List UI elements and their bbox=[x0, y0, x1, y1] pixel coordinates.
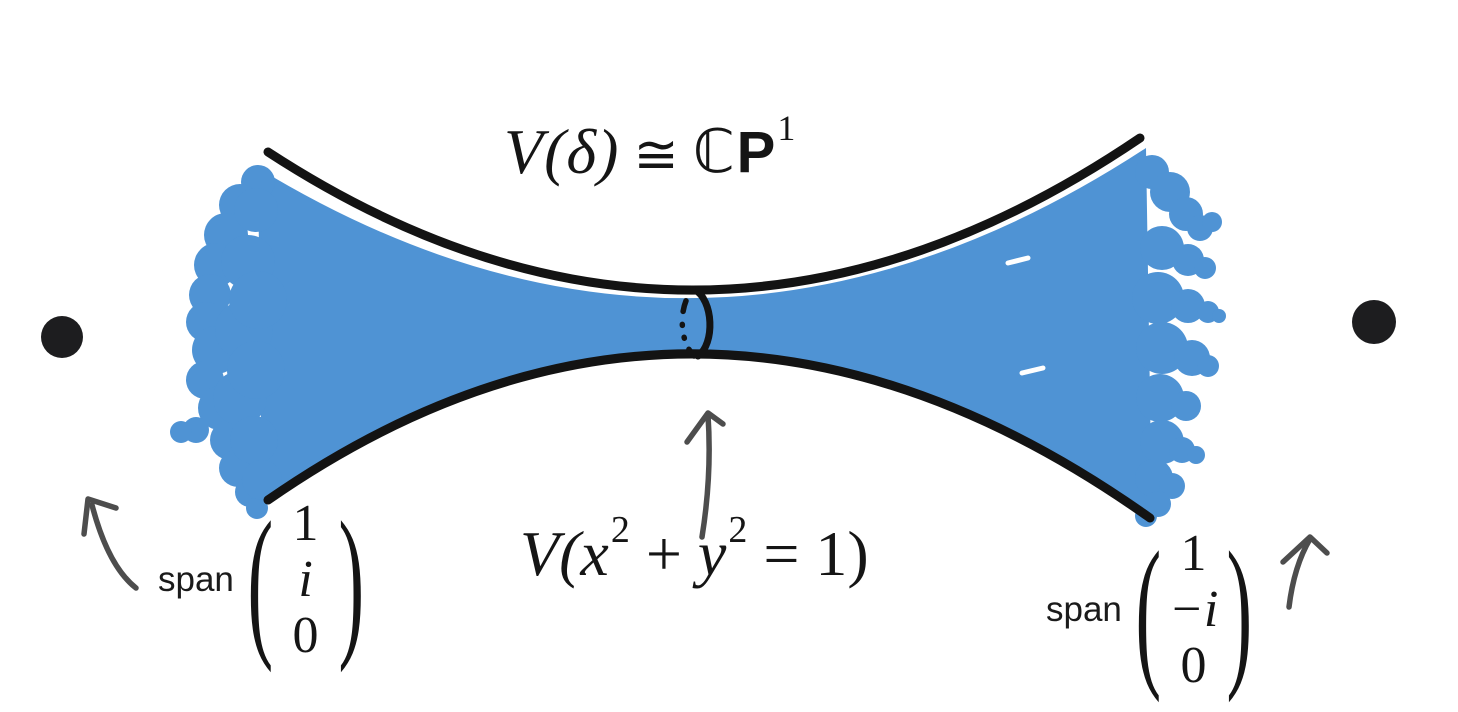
right-vector: 1 −i 0 bbox=[1165, 526, 1223, 694]
left-span-annotation: span ( 1 i 0 ) bbox=[158, 490, 367, 670]
neck-circle-front-arc bbox=[690, 285, 714, 360]
title-formula: V(δ) ≅ ℂ P 1 bbox=[504, 104, 795, 200]
open-paren: ( bbox=[247, 486, 274, 674]
right-arrow-icon bbox=[1280, 534, 1330, 610]
close-paren: ) bbox=[1225, 516, 1252, 704]
open-paren: ( bbox=[1135, 516, 1162, 704]
neck-formula-exp-y: 2 bbox=[728, 509, 748, 551]
highlight-mark bbox=[1019, 365, 1046, 376]
projective-space-p: P bbox=[736, 119, 776, 185]
right-point-dot bbox=[1352, 300, 1396, 344]
annotation-arrows bbox=[81, 410, 1330, 610]
highlight-marks bbox=[1005, 255, 1046, 376]
neck-formula-exp-x: 2 bbox=[610, 509, 630, 551]
vector-entry: 0 bbox=[292, 607, 319, 664]
span-keyword: span bbox=[158, 560, 234, 599]
vector-entry: −i bbox=[1168, 581, 1219, 638]
surface-band bbox=[258, 148, 1152, 522]
neck-circle bbox=[679, 285, 714, 360]
neck-formula-suffix: = 1) bbox=[763, 518, 869, 589]
blackboard-c-symbol: ℂ bbox=[692, 117, 735, 187]
vector-entry: 0 bbox=[1180, 637, 1207, 694]
title-variety: V(δ) bbox=[504, 116, 620, 187]
left-vector: 1 i 0 bbox=[277, 496, 335, 664]
span-keyword: span bbox=[1046, 590, 1122, 629]
marked-points bbox=[41, 300, 1396, 358]
center-arrow-icon bbox=[684, 410, 726, 540]
neck-formula-var-x: x bbox=[580, 518, 609, 589]
close-paren: ) bbox=[337, 486, 364, 674]
congruence-symbol: ≅ bbox=[633, 122, 679, 186]
plus-operator: + bbox=[645, 518, 682, 589]
surface-fill bbox=[170, 148, 1226, 527]
left-arrow-icon bbox=[81, 496, 139, 591]
surface-fuzz-left bbox=[170, 165, 287, 519]
neck-circle-back-arc bbox=[679, 287, 697, 359]
vector-entry: i bbox=[298, 551, 313, 608]
surface-fuzz-right bbox=[1132, 155, 1226, 527]
neck-formula-prefix: V( bbox=[520, 518, 581, 589]
vector-entry: 1 bbox=[292, 495, 319, 552]
upper-boundary-curve bbox=[263, 133, 1145, 295]
right-span-annotation: span ( 1 −i 0 ) bbox=[1046, 524, 1255, 696]
neck-formula-var-y: y bbox=[697, 518, 727, 589]
highlight-mark bbox=[1005, 255, 1031, 266]
left-point-dot bbox=[41, 316, 83, 358]
neck-formula: V( x 2 + y 2 = 1) bbox=[520, 509, 869, 596]
title-exponent: 1 bbox=[777, 108, 796, 148]
vector-entry: 1 bbox=[1180, 525, 1207, 582]
